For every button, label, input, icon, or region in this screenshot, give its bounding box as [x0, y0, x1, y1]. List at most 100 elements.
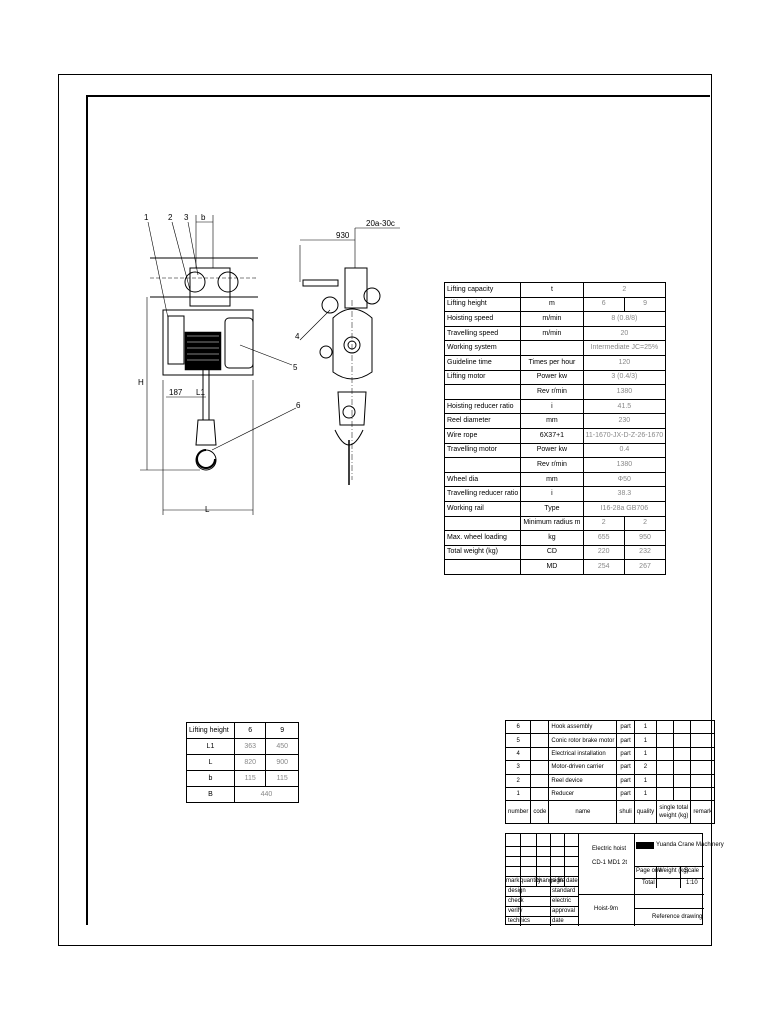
parts-header-name: name	[548, 800, 618, 825]
spec-unit: i	[520, 486, 584, 502]
part-total	[673, 773, 692, 788]
role-check: check	[508, 898, 524, 904]
label-5: 5	[293, 363, 298, 372]
part-qty: 1	[633, 733, 658, 748]
spec-value: 230	[582, 413, 667, 429]
spec-name: Hoisting reducer ratio	[443, 398, 522, 415]
part-remark	[690, 786, 716, 802]
spec-value: 11-1670-JX-D-Z-26-1670	[582, 427, 667, 444]
trolley-wheel-right	[217, 271, 239, 293]
spec-value: 254	[582, 559, 625, 575]
part-qty: 2	[633, 760, 658, 775]
part-number: 3	[504, 760, 532, 775]
part-remark	[690, 773, 716, 788]
spec-unit: Power kw	[520, 442, 584, 459]
part-number: 1	[504, 786, 532, 802]
lh-value: 115	[233, 770, 267, 787]
spec-unit: Rev r/min	[520, 384, 584, 400]
spec-value: 41.5	[582, 398, 667, 415]
spec-unit: Power kw	[520, 369, 584, 386]
spec-value: 220	[582, 544, 625, 561]
total-label: Total	[642, 880, 655, 886]
scale-label: Scale	[684, 868, 700, 874]
part-code	[530, 773, 550, 788]
parts-header-weight-unit: weight (kg)	[659, 813, 689, 820]
spec-value: Intermediate JC=25%	[582, 340, 667, 356]
spec-name	[443, 559, 522, 575]
part-unit: part	[616, 786, 635, 802]
part-single	[656, 719, 675, 735]
part-total	[673, 746, 692, 762]
part-name: Reel device	[548, 773, 618, 788]
weight-label: Weight (kg)	[658, 868, 689, 874]
side-hook-block	[337, 391, 367, 426]
part-single	[656, 786, 675, 802]
label-2: 2	[168, 213, 173, 222]
spec-name: Wire rope	[443, 427, 522, 444]
part-remark	[690, 760, 716, 775]
role-sign: sign	[552, 878, 564, 884]
part-single	[656, 733, 675, 748]
spec-unit: Type	[520, 500, 584, 517]
product-model: CD-1 MD1 2t	[592, 860, 628, 866]
side-hoist-body	[332, 308, 373, 380]
part-number: 4	[504, 746, 532, 762]
label-L1: L1	[196, 388, 205, 397]
parts-header-remark: remark	[690, 800, 716, 825]
side-trolley	[344, 267, 368, 309]
role-date: date	[566, 878, 578, 884]
title-block: Electric hoist CD-1 MD1 2t Yuanda Crane …	[505, 833, 724, 926]
spec-name: Reel diameter	[443, 413, 522, 429]
spec-unit: Minimum radius m	[520, 515, 584, 532]
spec-value: 38.3	[582, 486, 667, 502]
lh-dim: L	[186, 754, 235, 771]
part-total	[673, 733, 692, 748]
role-standard: standard	[552, 888, 576, 894]
spec-name	[443, 457, 522, 473]
part-total	[673, 719, 692, 735]
part-number: 5	[504, 733, 532, 748]
label-rail: 20a-30c	[366, 219, 395, 228]
part-name: Electrical installation	[548, 746, 618, 762]
part-qty: 1	[633, 746, 658, 762]
spec-value: Ф50	[582, 471, 667, 488]
spec-name: Hoisting speed	[443, 311, 522, 327]
part-unit: part	[616, 760, 635, 775]
part-code	[530, 719, 550, 735]
hook-block	[195, 419, 217, 446]
outer-border	[58, 74, 712, 946]
spec-unit: kg	[520, 530, 584, 546]
lh-dim: b	[186, 770, 235, 787]
spec-value: 8 (0.8/8)	[582, 311, 667, 327]
part-number: 6	[504, 719, 532, 735]
spec-value: 655	[582, 530, 625, 546]
parts-header-code: code	[530, 800, 550, 825]
lh-value: 820	[233, 754, 267, 771]
spec-value: 9	[623, 296, 667, 313]
part-single	[656, 773, 675, 788]
spec-value: 0.4	[582, 442, 667, 459]
page-label: Page one	[636, 868, 662, 874]
role-change-file: change file	[536, 878, 566, 884]
part-qty: 1	[633, 773, 658, 788]
role-design: design	[508, 888, 526, 894]
